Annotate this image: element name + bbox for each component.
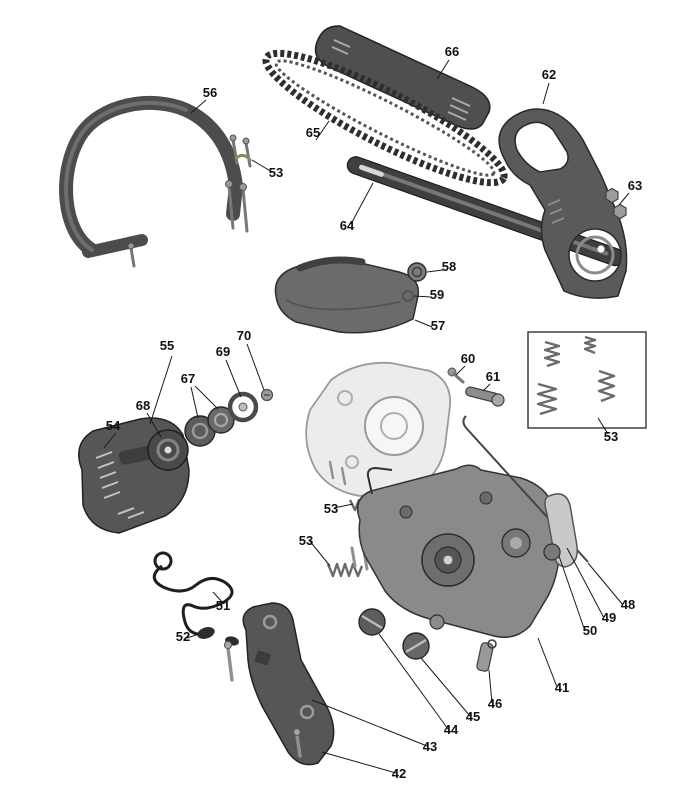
part-wiring <box>152 551 239 646</box>
part-bar-nuts <box>605 187 627 220</box>
part-label-42: 42 <box>392 766 406 781</box>
part-label-61: 61 <box>486 369 500 384</box>
part-label-70: 70 <box>237 328 251 343</box>
part-crankcase <box>305 361 452 497</box>
part-piece-45 <box>402 614 445 660</box>
part-fuel-cap <box>407 262 427 282</box>
part-chain-guard <box>314 25 491 130</box>
part-label-50: 50 <box>583 623 597 638</box>
part-label-69: 69 <box>216 344 230 359</box>
part-label-48: 48 <box>621 597 635 612</box>
part-label-44: 44 <box>444 722 459 737</box>
part-piece-44 <box>358 608 386 636</box>
part-label-53-box: 53 <box>604 429 618 444</box>
part-label-59: 59 <box>430 287 444 302</box>
part-label-67: 67 <box>181 371 195 386</box>
part-rod-hook <box>462 415 469 431</box>
part-label-53-lower: 53 <box>299 533 313 548</box>
part-label-45: 45 <box>466 709 480 724</box>
leader-lines <box>103 59 630 774</box>
part-label-51: 51 <box>216 598 230 613</box>
part-label-62: 62 <box>542 67 556 82</box>
part-brake-lever <box>544 493 578 568</box>
part-clutch-washers <box>184 406 235 447</box>
part-label-64: 64 <box>340 218 355 233</box>
part-label-52: 52 <box>176 629 190 644</box>
part-rope-pulley <box>147 429 189 471</box>
part-front-handle <box>59 95 244 258</box>
part-screw-70 <box>260 388 274 402</box>
part-bolt-61 <box>465 386 505 407</box>
screw-set-top <box>127 134 252 268</box>
part-label-55: 55 <box>160 338 174 353</box>
part-retainer-ring <box>227 391 259 423</box>
part-label-60: 60 <box>461 351 475 366</box>
part-rear-handle <box>498 108 628 299</box>
part-washer <box>401 289 415 303</box>
part-bottom-handle <box>242 602 335 766</box>
part-knob <box>543 543 561 561</box>
part-spring-lower <box>326 562 364 578</box>
part-top-cover <box>274 256 420 334</box>
part-label-58: 58 <box>442 259 456 274</box>
part-springs-box <box>527 331 647 429</box>
part-label-63: 63 <box>628 178 642 193</box>
part-chassis <box>356 464 561 638</box>
part-label-46: 46 <box>488 696 502 711</box>
part-label-68: 68 <box>136 398 150 413</box>
part-label-53-top: 53 <box>269 165 283 180</box>
part-labels: 56 66 62 65 53 63 64 58 59 57 70 69 55 6… <box>106 44 642 781</box>
part-label-49: 49 <box>602 610 616 625</box>
part-label-56: 56 <box>203 85 217 100</box>
part-label-57: 57 <box>431 318 445 333</box>
part-label-65: 65 <box>306 125 320 140</box>
part-label-54: 54 <box>106 418 121 433</box>
part-label-43: 43 <box>423 739 437 754</box>
part-saw-chain <box>262 49 508 187</box>
part-label-41: 41 <box>555 680 569 695</box>
screw-set-bottom <box>223 640 302 758</box>
part-bracket-46 <box>476 639 497 672</box>
part-label-53-mid: 53 <box>324 501 338 516</box>
part-label-66: 66 <box>445 44 459 59</box>
part-bolt-60 <box>447 367 465 384</box>
